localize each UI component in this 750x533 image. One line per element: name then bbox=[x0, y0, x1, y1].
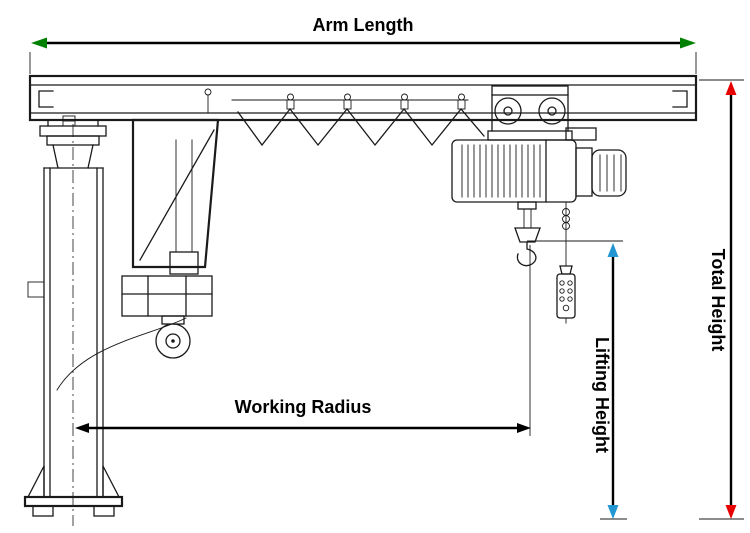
hook-block bbox=[514, 208, 541, 267]
hoist-junction-box bbox=[565, 127, 597, 141]
arrowhead-left bbox=[31, 37, 47, 49]
trolley-wheel-left bbox=[494, 97, 522, 125]
beam-end-stop-right bbox=[672, 90, 688, 108]
arrowhead-right bbox=[517, 423, 531, 433]
hoist-body bbox=[451, 139, 577, 203]
slewing-mount bbox=[39, 115, 107, 169]
arrowhead-bottom bbox=[725, 505, 737, 519]
hook-housing bbox=[514, 227, 541, 243]
arrowhead-bottom bbox=[607, 505, 619, 519]
festoon-cable bbox=[231, 93, 485, 147]
power-cable bbox=[56, 317, 187, 391]
base-foot-right bbox=[93, 505, 115, 517]
rope-drum-fins bbox=[461, 144, 541, 198]
drive-coupling-box bbox=[169, 251, 199, 275]
arm-length-label: Arm Length bbox=[313, 15, 414, 35]
electric-hoist bbox=[451, 127, 627, 210]
arm-length-dimension: Arm Length bbox=[29, 15, 697, 74]
arm-beam bbox=[28, 74, 698, 122]
hoist-motor bbox=[591, 149, 627, 197]
gearbox bbox=[121, 275, 213, 317]
pendant-buttons bbox=[559, 280, 573, 312]
column bbox=[27, 167, 187, 498]
pendant-body bbox=[556, 273, 576, 319]
festoon-hangers bbox=[286, 93, 466, 110]
rope-guide bbox=[517, 201, 537, 210]
gusset-left bbox=[26, 465, 45, 498]
gusset-right bbox=[102, 465, 121, 498]
beam-end-stop-left bbox=[38, 90, 54, 108]
pendant-control bbox=[556, 201, 576, 324]
trolley-wheel-right bbox=[538, 97, 566, 125]
lifting-height-label: Lifting Height bbox=[592, 337, 612, 453]
crane-drawing bbox=[23, 74, 698, 526]
total-height-dimension: Total Height bbox=[699, 79, 744, 520]
arrowhead-top bbox=[725, 81, 737, 95]
base-foot-left bbox=[32, 505, 54, 517]
drive-bracket bbox=[131, 118, 220, 269]
festoon-loops bbox=[237, 107, 485, 147]
base-plate bbox=[23, 495, 124, 508]
beam-fitting bbox=[204, 88, 212, 96]
lifting-height-dimension: Lifting Height bbox=[527, 240, 627, 520]
total-height-label: Total Height bbox=[708, 249, 728, 352]
base bbox=[23, 465, 124, 517]
slewing-drive bbox=[121, 118, 220, 359]
working-radius-label: Working Radius bbox=[235, 397, 372, 417]
hook-icon bbox=[516, 241, 537, 267]
arrowhead-left bbox=[75, 423, 89, 433]
column-bracket bbox=[27, 281, 45, 298]
hoist-gear-case bbox=[575, 147, 593, 197]
drive-motor bbox=[155, 323, 191, 359]
arrowhead-top bbox=[607, 243, 619, 257]
working-radius-dimension: Working Radius bbox=[75, 245, 531, 436]
arrowhead-right bbox=[680, 37, 696, 49]
